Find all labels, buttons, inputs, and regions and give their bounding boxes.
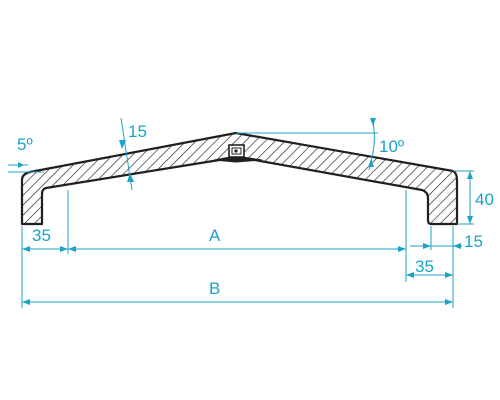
bottom-lip-label: 15 — [464, 232, 483, 251]
height-label: 40 — [475, 190, 494, 209]
span-a-dimension: A — [68, 226, 406, 252]
angle-left-callout: 5º — [8, 135, 44, 173]
bottom-lip-dimension: 15 — [410, 226, 483, 251]
height-dimension: 40 — [453, 170, 494, 225]
angle-right-callout: 10º — [236, 117, 404, 171]
offset-left-dimension: 35 — [22, 226, 68, 252]
thickness-label: 15 — [128, 122, 147, 141]
profile-section — [20, 131, 459, 226]
offset-right-label: 35 — [415, 257, 434, 276]
span-b-label: B — [209, 279, 220, 298]
span-b-dimension: B — [22, 279, 453, 305]
offset-left-label: 35 — [32, 226, 51, 245]
angle-right-label: 10º — [379, 137, 404, 156]
angle-left-label: 5º — [17, 135, 33, 154]
span-a-label: A — [209, 226, 221, 245]
apex-clip — [213, 144, 263, 163]
thickness-callout: 15 — [119, 117, 147, 191]
offset-right-dimension: 35 — [406, 257, 453, 278]
